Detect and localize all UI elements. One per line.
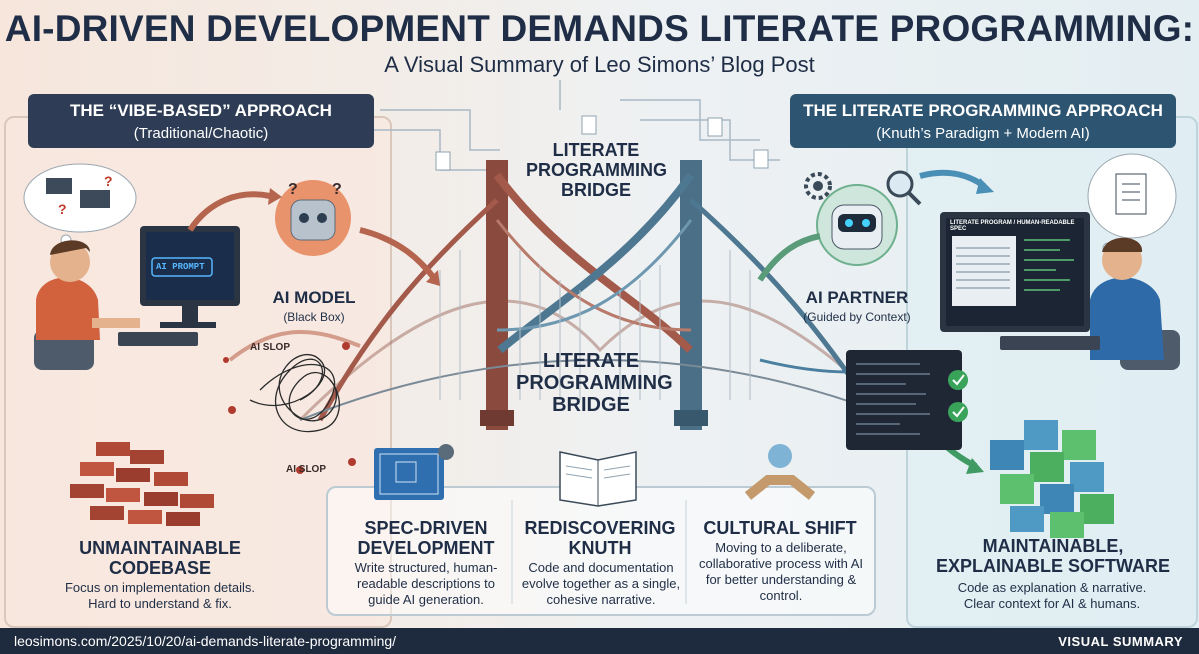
ai-model-label: AI MODEL (Black Box) — [256, 288, 372, 324]
left-approach-title: THE “VIBE-BASED” APPROACH — [70, 101, 332, 120]
ai-model-title: AI MODEL — [272, 288, 356, 307]
tangled-code-scribble — [249, 354, 340, 433]
bridge — [298, 160, 902, 430]
footer-bar: leosimons.com/2025/10/20/ai-demands-lite… — [0, 628, 1199, 654]
ai-slop-label-top: AI SLOP — [250, 342, 291, 353]
pillars-box — [326, 486, 876, 616]
ai-partner-subtitle: (Guided by Context) — [803, 310, 911, 324]
source-url[interactable]: leosimons.com/2025/10/20/ai-demands-lite… — [14, 633, 397, 649]
circuit-lines — [360, 80, 780, 171]
ai-slop-label-bottom: AI SLOP — [286, 464, 327, 475]
document-icon-group — [435, 115, 769, 171]
unmaintainable-codebase-desc-1: Focus on implementation details. — [64, 580, 256, 595]
bridge-label-top: LITERATE PROGRAMMING BRIDGE — [526, 140, 667, 200]
pillar-desc-rediscovering-knuth: Code and documentation evolve together a… — [521, 560, 681, 607]
unmaintainable-codebase-desc-2: Hard to understand & fix. — [88, 596, 232, 611]
ai-partner-title: AI PARTNER — [805, 288, 909, 307]
maintainable-software-title: MAINTAINABLE, EXPLAINABLE SOFTWARE — [935, 536, 1170, 576]
svg-text:?: ? — [104, 173, 113, 189]
bug-icons — [223, 342, 356, 474]
confused-thought-bubble: ? ? — [23, 163, 137, 256]
developer-left — [34, 240, 140, 370]
ai-partner-label: AI PARTNER (Guided by Context) — [794, 288, 920, 324]
left-approach-subtitle: (Traditional/Chaotic) — [133, 125, 269, 142]
ai-model-subtitle: (Black Box) — [283, 310, 345, 324]
gear-icon — [804, 172, 832, 200]
maintainable-software-desc-1: Code as explanation & narrative. — [957, 580, 1147, 595]
right-screen-text: LITERATE PROGRAM / HUMAN-READABLE SPEC — [950, 220, 1075, 232]
pillar-desc-cultural-shift: Moving to a deliberate, collaborative pr… — [698, 540, 864, 603]
structured-cubes — [990, 420, 1114, 538]
right-approach-subtitle: (Knuth’s Paradigm + Modern AI) — [876, 125, 1090, 142]
broken-bricks — [70, 442, 214, 526]
bridge-label-bottom: LITERATE PROGRAMMING BRIDGE — [516, 350, 673, 416]
maintainable-software-desc-2: Clear context for AI & humans. — [963, 596, 1141, 611]
document-speech-bubble — [1087, 153, 1177, 254]
svg-text:?: ? — [288, 181, 298, 198]
pillar-title-cultural-shift: CULTURAL SHIFT — [703, 518, 857, 538]
right-approach-header: THE LITERATE PROGRAMMING APPROACH (Knuth… — [790, 94, 1176, 148]
verified-code-panel — [846, 350, 968, 450]
pillar-title-spec-driven: SPEC-DRIVEN DEVELOPMENT — [357, 518, 495, 558]
monitor-left — [118, 226, 240, 346]
magnifier-icon — [886, 170, 922, 206]
ai-model-robot: ? ? — [275, 180, 351, 256]
visual-summary-tag: VISUAL SUMMARY — [1058, 634, 1183, 649]
right-approach-title: THE LITERATE PROGRAMMING APPROACH — [803, 101, 1163, 120]
page-title: AI-DRIVEN DEVELOPMENT DEMANDS LITERATE P… — [4, 8, 1195, 49]
pillar-desc-spec-driven: Write structured, human-readable descrip… — [354, 560, 498, 607]
svg-text:?: ? — [58, 201, 67, 217]
svg-text:?: ? — [332, 181, 342, 198]
page-subtitle: A Visual Summary of Leo Simons’ Blog Pos… — [384, 52, 815, 77]
pillar-title-rediscovering-knuth: REDISCOVERING KNUTH — [524, 518, 676, 558]
ai-prompt-screen-text: AI PROMPT — [156, 262, 205, 272]
handshake-icon — [744, 444, 816, 500]
blueprint-icon — [374, 444, 454, 500]
ai-partner-robot — [816, 184, 898, 266]
monitor-right — [940, 212, 1090, 332]
flow-arrows-left — [187, 188, 440, 362]
open-book-icon — [559, 451, 637, 507]
left-approach-header: THE “VIBE-BASED” APPROACH (Traditional/C… — [28, 94, 374, 148]
unmaintainable-codebase-title: UNMAINTAINABLE CODEBASE — [79, 538, 241, 578]
developer-right — [1000, 237, 1180, 370]
